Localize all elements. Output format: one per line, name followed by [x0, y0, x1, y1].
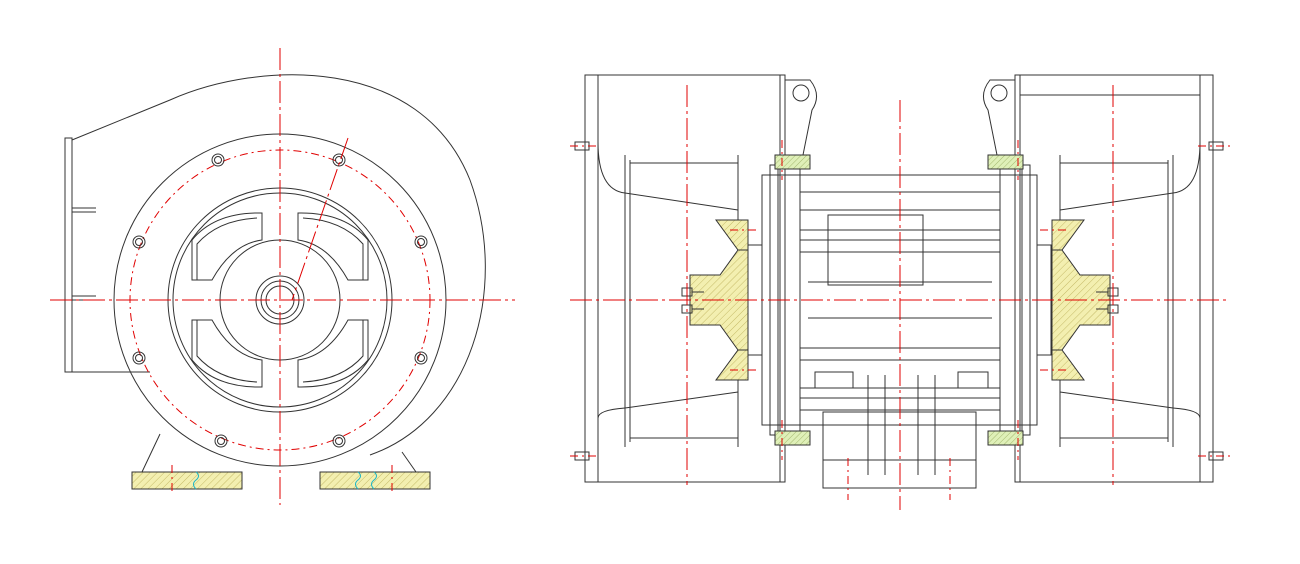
outlet-flange	[64, 137, 73, 373]
flange-bolts	[774, 154, 1024, 446]
right-fan-housing	[1014, 74, 1214, 483]
inlet-slots	[191, 212, 369, 388]
lifting-eye-left	[785, 79, 817, 161]
side-view	[570, 74, 1230, 510]
front-view	[50, 48, 515, 505]
mounting-feet	[131, 433, 431, 490]
lifting-eye-right	[983, 79, 1015, 161]
left-fan-housing	[584, 74, 786, 483]
